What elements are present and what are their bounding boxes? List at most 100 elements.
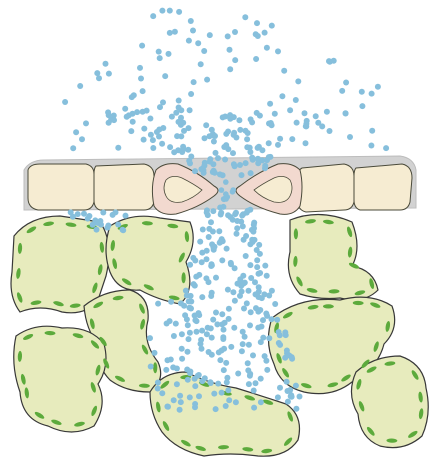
gas-molecule [150,145,156,151]
gas-molecule [221,327,227,333]
gas-molecule [240,341,246,347]
gas-molecule [111,117,117,123]
gas-molecule [239,172,245,178]
gas-molecule [253,31,259,37]
gas-molecule [343,110,349,116]
gas-molecule [192,401,198,407]
gas-molecule [243,128,249,134]
gas-molecule [272,301,278,307]
gas-molecule [248,309,254,315]
gas-molecule [266,140,272,146]
gas-molecule [206,234,212,240]
gas-molecule [94,70,100,76]
gas-molecule [190,255,196,261]
gas-molecule [199,294,205,300]
gas-molecule [375,84,381,90]
gas-molecule [219,257,225,263]
gas-molecule [210,244,216,250]
gas-molecule [274,317,280,323]
gas-molecule [267,101,273,107]
gas-molecule [157,55,163,61]
gas-molecule [170,364,176,370]
gas-molecule [262,30,268,36]
gas-molecule [230,150,236,156]
gas-molecule [176,98,182,104]
gas-molecule [187,394,193,400]
gas-molecule [202,375,208,381]
gas-molecule [175,147,181,153]
gas-molecule [223,196,229,202]
gas-molecule [156,49,162,55]
gas-molecule [223,131,229,137]
gas-molecule [198,61,204,67]
gas-molecule [165,357,171,363]
gas-molecule [173,321,179,327]
gas-molecule [247,207,253,213]
gas-molecule [217,357,223,363]
gas-molecule [327,59,333,65]
gas-molecule [302,110,308,116]
gas-molecule [148,364,154,370]
gas-molecule [245,360,251,366]
gas-molecule [224,375,230,381]
gas-molecule [289,136,295,142]
gas-molecule [279,93,285,99]
gas-molecule [277,342,283,348]
gas-molecule [141,126,147,132]
gas-molecule [247,262,253,268]
gas-molecule [243,160,249,166]
gas-molecule [219,390,225,396]
gas-molecule [62,99,68,105]
gas-molecule [240,329,246,335]
gas-molecule [260,317,266,323]
gas-molecule [277,385,283,391]
gas-molecule [197,239,203,245]
gas-molecule [281,68,287,74]
gas-molecule [192,383,198,389]
gas-molecule [187,107,193,113]
gas-molecule [190,28,196,34]
gas-molecule [195,40,201,46]
gas-molecule [254,247,260,253]
gas-molecule [257,307,263,313]
gas-molecule [159,8,165,14]
gas-molecule [236,117,242,123]
gas-molecule [255,145,261,151]
gas-molecule [244,136,250,142]
gas-molecule [222,157,228,163]
gas-molecule [218,210,224,216]
gas-molecule [285,388,291,394]
gas-molecule [225,33,231,39]
gas-molecule [210,161,216,167]
gas-molecule [187,262,193,268]
gas-molecule [179,356,185,362]
gas-molecule [152,350,158,356]
gas-molecule [188,91,194,97]
gas-molecule [199,328,205,334]
gas-molecule [226,306,232,312]
gas-molecule [206,226,212,232]
gas-molecule [368,143,374,149]
gas-molecule [194,329,200,335]
gas-molecule [187,330,193,336]
gas-molecule [231,325,237,331]
gas-molecule [96,75,102,81]
gas-molecule [225,146,231,152]
epidermal-cell [354,164,412,210]
gas-molecule [185,377,191,383]
gas-molecule [130,119,136,125]
gas-molecule [167,144,173,150]
gas-molecule [126,112,132,118]
gas-molecule [256,242,262,248]
gas-molecule [188,154,194,160]
epidermal-cell [28,164,94,210]
gas-molecule [134,109,140,115]
gas-molecule [240,211,246,217]
gas-molecule [207,156,213,162]
gas-molecule [250,352,256,358]
gas-molecule [237,162,243,168]
gas-molecule [166,51,172,57]
gas-molecule [247,322,253,328]
gas-molecule [144,108,150,114]
gas-molecule [254,264,260,270]
